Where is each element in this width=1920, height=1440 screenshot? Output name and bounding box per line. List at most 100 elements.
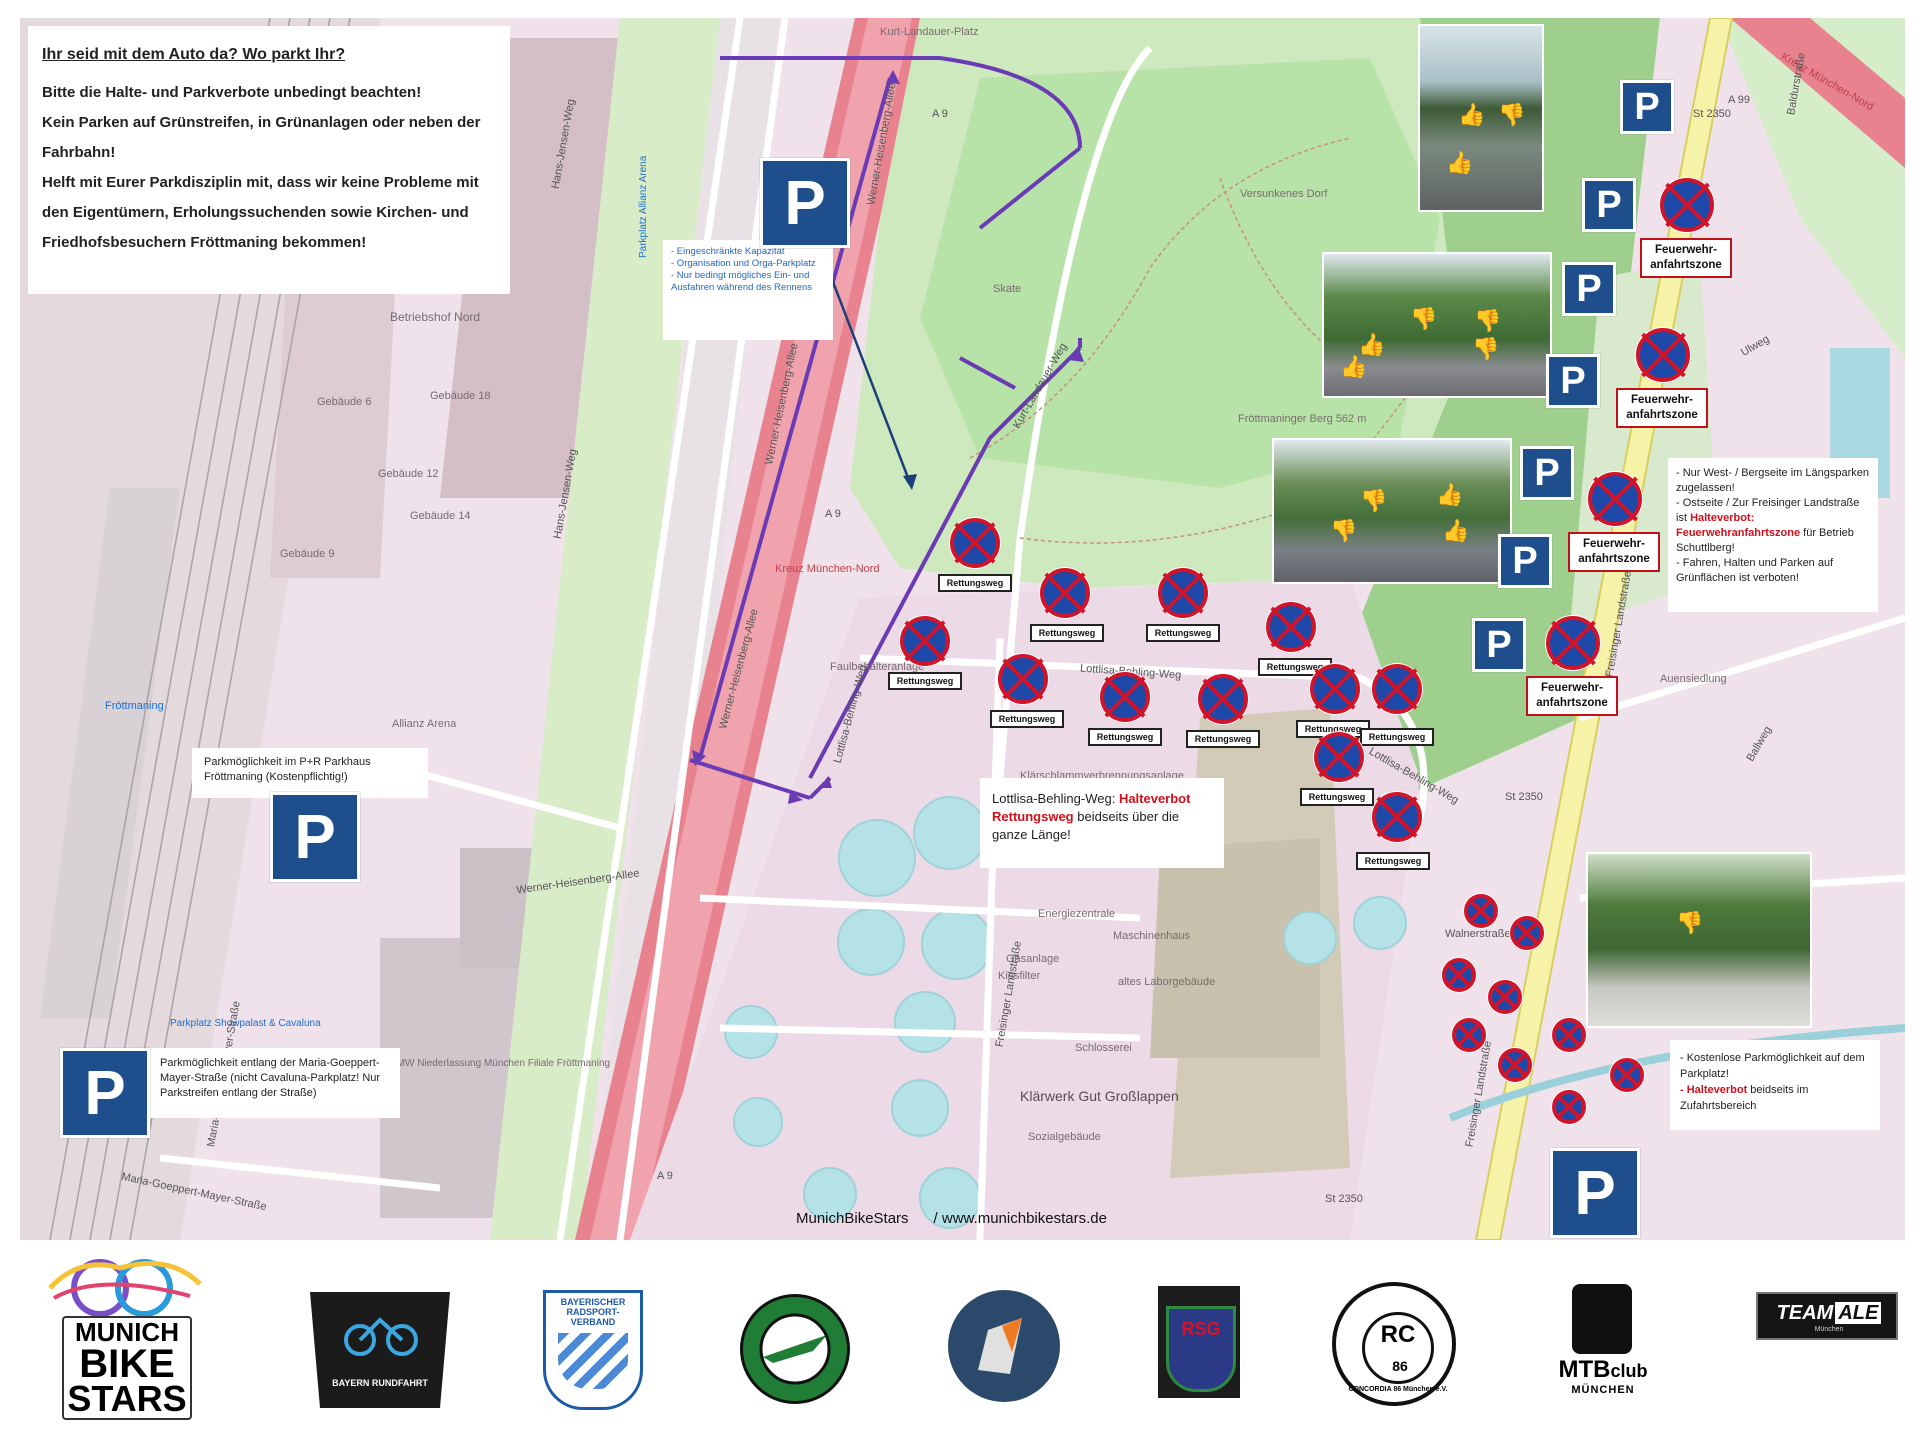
no-stopping-sign (1464, 894, 1498, 928)
label-gebaeude-6: Gebäude 6 (317, 396, 372, 408)
logo-mbs-line-3: STARS (67, 1378, 187, 1419)
label-gebaeude-18: Gebäude 18 (430, 390, 491, 402)
photo-road-3: 👎 👍 👎 👍 (1272, 438, 1512, 584)
no-stopping-sign (1158, 568, 1208, 618)
no-stopping-sign (1552, 1090, 1586, 1124)
no-stopping-sign (1546, 616, 1600, 670)
parking-sign: P (760, 158, 850, 248)
logo-mtb-2: club (1610, 1361, 1648, 1381)
mtb-club-logo: MTBclub MÜNCHEN (1546, 1284, 1660, 1400)
thumbs-up-icon: 👍 (1436, 482, 1464, 507)
photo-road-2: 👎 👎 👍 👎 👍 (1322, 252, 1552, 398)
parking-sign: P (1546, 354, 1600, 408)
thumbs-up-icon: 👍 (1446, 150, 1474, 175)
label-parkplatz-arena: Parkplatz Allianz Arena (638, 155, 649, 258)
feuerwehr-label: Feuerwehr-anfahrtszone (1640, 238, 1732, 278)
no-stopping-sign (950, 518, 1000, 568)
brv-logo: BAYERISCHER RADSPORT- VERBAND (543, 1290, 643, 1410)
logo-team: TEAM (1776, 1302, 1834, 1324)
logo-brv-2: RADSPORT- (566, 1307, 620, 1317)
thumbs-up-icon: 👍 (1340, 354, 1368, 379)
label-st2350-1: St 2350 (1693, 108, 1731, 120)
label-kurt-platz: Kurt-Landauer-Platz (880, 26, 979, 38)
parking-sign: P (1562, 262, 1616, 316)
free-line-2: beidseits im Zufahrtsbereich (1680, 1084, 1809, 1112)
logo-mbs-line-1: MUNICH (75, 1317, 179, 1347)
thumbs-up-icon: 👍 (1458, 102, 1486, 127)
logo-mtb-3: MÜNCHEN (1571, 1384, 1635, 1396)
logo-mtb-1: MTB (1558, 1356, 1611, 1383)
label-a9-1: A 9 (932, 108, 948, 120)
intro-line-1: Bitte die Halte- und Parkverbote unbedin… (42, 84, 422, 101)
label-maschinen: Maschinenhaus (1113, 930, 1191, 942)
logo-team-sub: München (1814, 1326, 1844, 1333)
rettungsweg-label: Rettungsweg (1186, 730, 1260, 748)
label-berg: Fröttmaninger Berg 562 m (1238, 413, 1367, 425)
intro-line-3: Helft mit Eurer Parkdisziplin mit, dass … (42, 174, 479, 251)
no-stopping-sign (1040, 568, 1090, 618)
no-stopping-sign (1372, 792, 1422, 842)
thumbs-down-icon: 👎 (1472, 336, 1500, 361)
label-walner: Walnerstraße (1445, 928, 1511, 940)
bayern-rundfahrt-logo: BAYERN RUNDFAHRT (310, 1292, 450, 1408)
label-a99: A 99 (1728, 94, 1751, 106)
rettungsweg-label: Rettungsweg (1356, 852, 1430, 870)
label-kies: Kiesfilter (998, 970, 1041, 982)
thumbs-down-icon: 👎 (1474, 308, 1502, 333)
lottlisa-note: Lottlisa-Behling-Weg: Halteverbot Rettun… (980, 778, 1224, 868)
parking-sign: P (1620, 80, 1674, 134)
logo-brv-3: VERBAND (570, 1317, 616, 1327)
free-red: - Halteverbot (1680, 1084, 1748, 1096)
label-faulbehaelter: Faulbehälteranlage (830, 661, 925, 673)
lottlisa-red-1: Halteverbot (1118, 791, 1191, 806)
west-red-2: Feuerwehranfahrtszone (1676, 527, 1801, 539)
label-labor: altes Laborgebäude (1118, 976, 1216, 988)
parking-sign: P (1472, 618, 1526, 672)
photo-parking-lot: 👎 (1586, 852, 1812, 1028)
rettungsweg-label: Rettungsweg (990, 710, 1064, 728)
maria-note: Parkmöglichkeit entlang der Maria-Goeppe… (150, 1048, 400, 1118)
rettungsweg-label: Rettungsweg (1300, 788, 1374, 806)
thumbs-down-icon: 👎 (1410, 306, 1438, 331)
no-stopping-sign (1100, 672, 1150, 722)
radfahrer-club-logo (740, 1294, 850, 1404)
capacity-line-3: - Nur bedingt mögliches Ein- und Ausfahr… (671, 270, 813, 293)
label-auensiedlung: Auensiedlung (1660, 673, 1727, 685)
free-line-1: - Kostenlose Parkmöglichkeit auf dem Par… (1680, 1052, 1865, 1080)
capacity-line-2: - Organisation und Orga-Parkplatz (671, 258, 816, 269)
thumbs-down-icon: 👎 (1330, 518, 1358, 543)
thumbs-down-icon: 👎 (1498, 102, 1526, 127)
no-stopping-sign (1442, 958, 1476, 992)
thumbs-down-icon: 👎 (1676, 910, 1704, 935)
label-st2350-2: St 2350 (1505, 791, 1543, 803)
parkhaus-note: Parkmöglichkeit im P+R Parkhaus Fröttman… (192, 748, 428, 798)
logo-brv-1: BAYERISCHER (560, 1297, 626, 1307)
rettungsweg-label: Rettungsweg (1030, 624, 1104, 642)
rettungsweg-label: Rettungsweg (1146, 624, 1220, 642)
rc-concordia-logo: RC 86 CONCORDIA 86 München e.V. (1332, 1282, 1456, 1406)
label-skate: Skate (993, 283, 1022, 295)
sponsor-logos: MUNICH BIKE STARS BAYERN RUNDFAHRT BAYER… (0, 1242, 1920, 1440)
no-stopping-sign (1588, 472, 1642, 526)
no-stopping-sign (1510, 916, 1544, 950)
logo-ale: ALE (1835, 1302, 1882, 1324)
intro-line-2: Kein Parken auf Grünstreifen, in Grünanl… (42, 114, 481, 161)
capacity-line-1: - Eingeschränkte Kapazität (671, 246, 785, 257)
west-note: - Nur West- / Bergseite im Längsparken z… (1668, 458, 1878, 612)
label-versunkenes-dorf: Versunkenes Dorf (1240, 188, 1328, 200)
thumbs-up-icon: 👍 (1442, 518, 1470, 543)
label-parkplatz: Parkplatz Showpalast & Cavaluna (170, 1018, 321, 1029)
west-line-3: für Betrieb Schuttlberg! (1676, 527, 1854, 554)
label-gebaeude-9: Gebäude 9 (280, 548, 335, 560)
parking-map: Betriebshof Nord Gebäude 18 Gebäude 6 Ge… (20, 18, 1905, 1240)
logo-rsg-text: RSG (1166, 1306, 1236, 1392)
label-gas: Gasanlage (1006, 953, 1060, 965)
label-bmw: BMW Niederlassung München Filiale Fröttm… (390, 1058, 611, 1069)
label-kreuz: Kreuz München-Nord (775, 563, 880, 575)
logo-concordia: CONCORDIA 86 München e.V. (1348, 1386, 1448, 1393)
west-line-2: - Ostseite / Zur Freisinger Landstraße i… (1676, 497, 1860, 524)
no-stopping-sign (900, 616, 950, 666)
footer-text: MunichBikeStars / www.munichbikestars.de (796, 1210, 1107, 1227)
thumbs-down-icon: 👎 (1360, 488, 1388, 513)
